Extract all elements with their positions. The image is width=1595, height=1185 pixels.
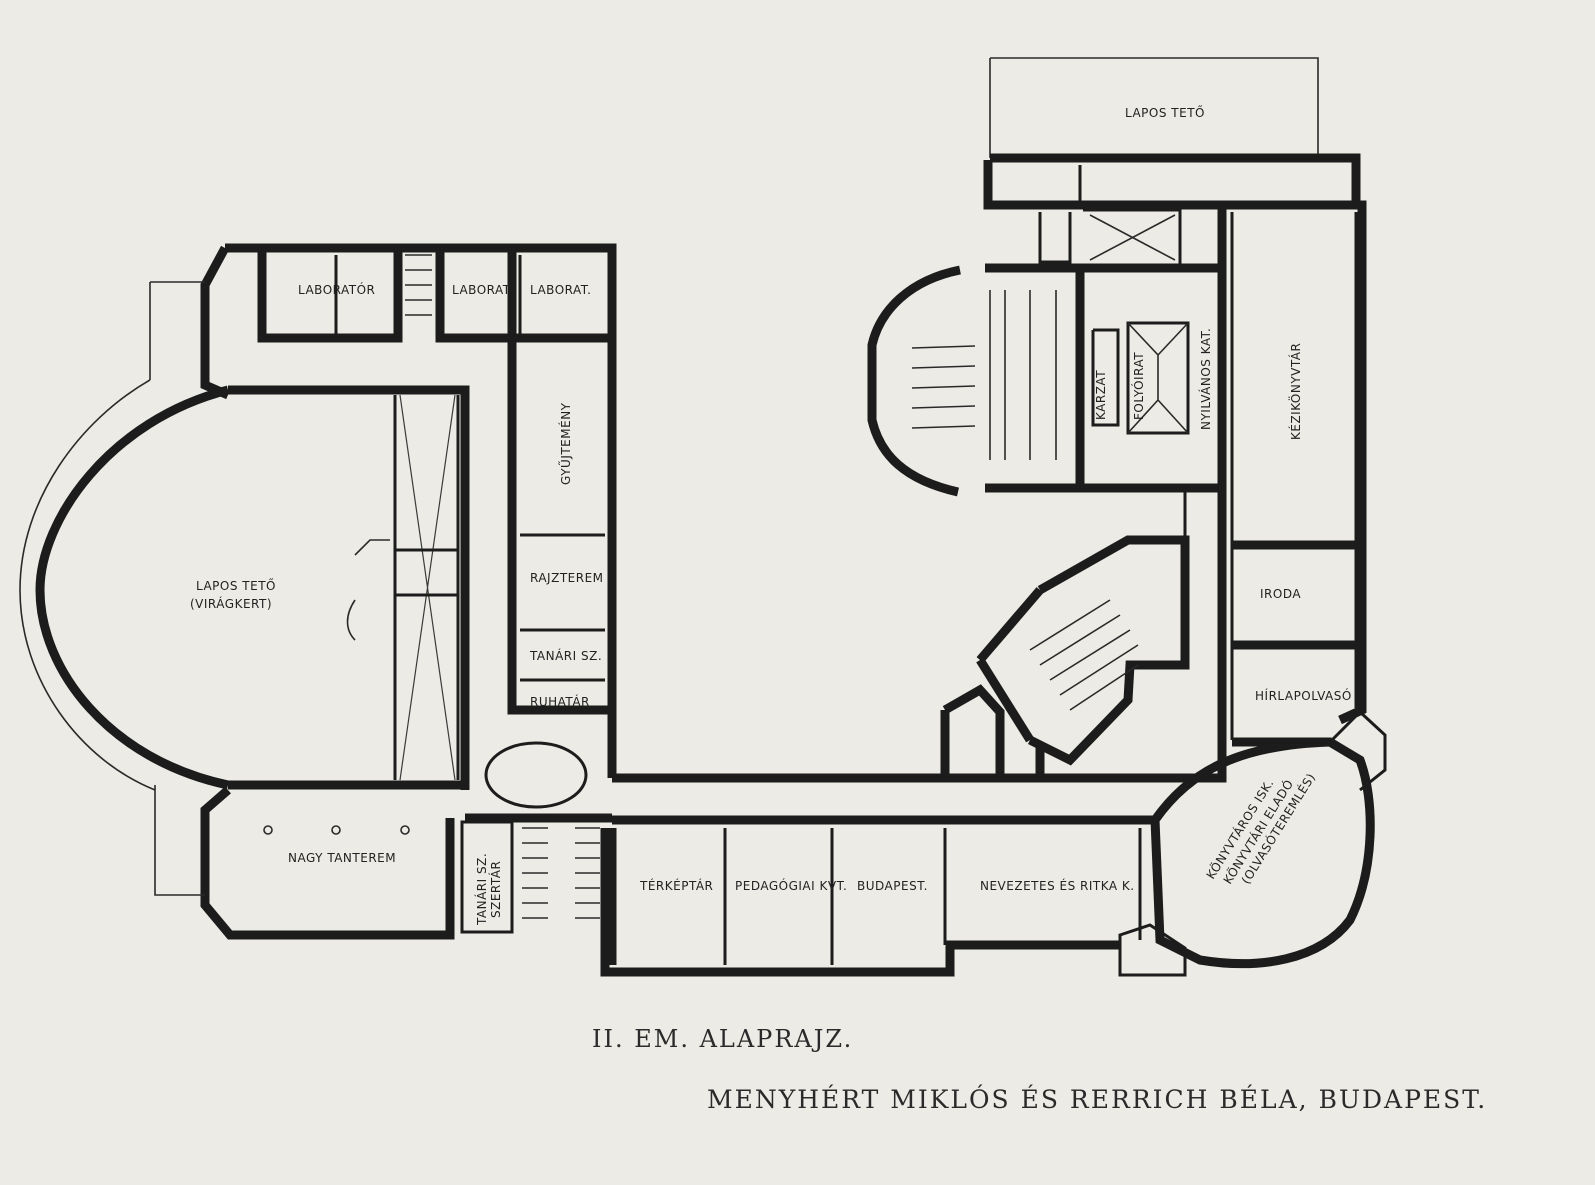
label-budapest: BUDAPEST. [857,879,928,893]
right-wing-walls [867,153,1367,747]
label-iroda: IRODA [1260,587,1301,601]
label-gyujtemeny: GYŰJTEMÉNY [558,402,573,485]
diagonal-staircase [612,490,1227,783]
label-laborator: LABORATÓR [298,282,375,297]
label-nyilvanos-kat: NYILVÁNOS KAT. [1198,328,1213,430]
label-nevezetes: NEVEZETES ÉS RITKA K. [980,878,1135,893]
label-kezikonyvtar: KÉZIKÖNYVTÁR [1287,343,1303,440]
label-ruhatar: RUHATÁR [530,694,590,709]
plan-title: II. EM. ALAPRAJZ. [592,1025,854,1053]
label-lapos-teto-top: LAPOS TETŐ [1125,105,1205,120]
room-labels: LAPOS TETŐ LABORATÓR LABORAT LABORAT. LA… [190,105,1352,926]
label-laborat-3: LABORAT. [530,283,592,297]
roof-terrace-top [989,57,1319,158]
label-folyoirat: FOLYÓIRAT [1131,352,1146,420]
label-lapos-teto-left: LAPOS TETŐ [196,578,276,593]
label-pedagogiai: PEDAGÓGIAI KVT. [735,878,847,893]
label-nagy-tanterem: NAGY TANTEREM [288,851,396,865]
architects-caption: MENYHÉRT MIKLÓS ÉS RERRICH BÉLA, BUDAPES… [707,1085,1488,1114]
label-tanari-szertar: TANÁRI SZ. [474,853,489,926]
label-rajzterem: RAJZTEREM [530,571,604,585]
label-viragkert: (VIRÁGKERT) [190,596,272,611]
label-karzat: KARZAT [1094,370,1108,420]
label-laborat-2: LABORAT [452,283,511,297]
label-terkeptar: TÉRKÉPTÁR [639,878,713,893]
label-hirlapolvaso: HÍRLAPOLVASÓ [1255,688,1352,703]
left-wing [19,243,617,940]
bottom-wing [600,815,1155,977]
label-szertar: SZERTÁR [488,861,503,918]
label-tanari-sz: TANÁRI SZ. [529,648,602,663]
